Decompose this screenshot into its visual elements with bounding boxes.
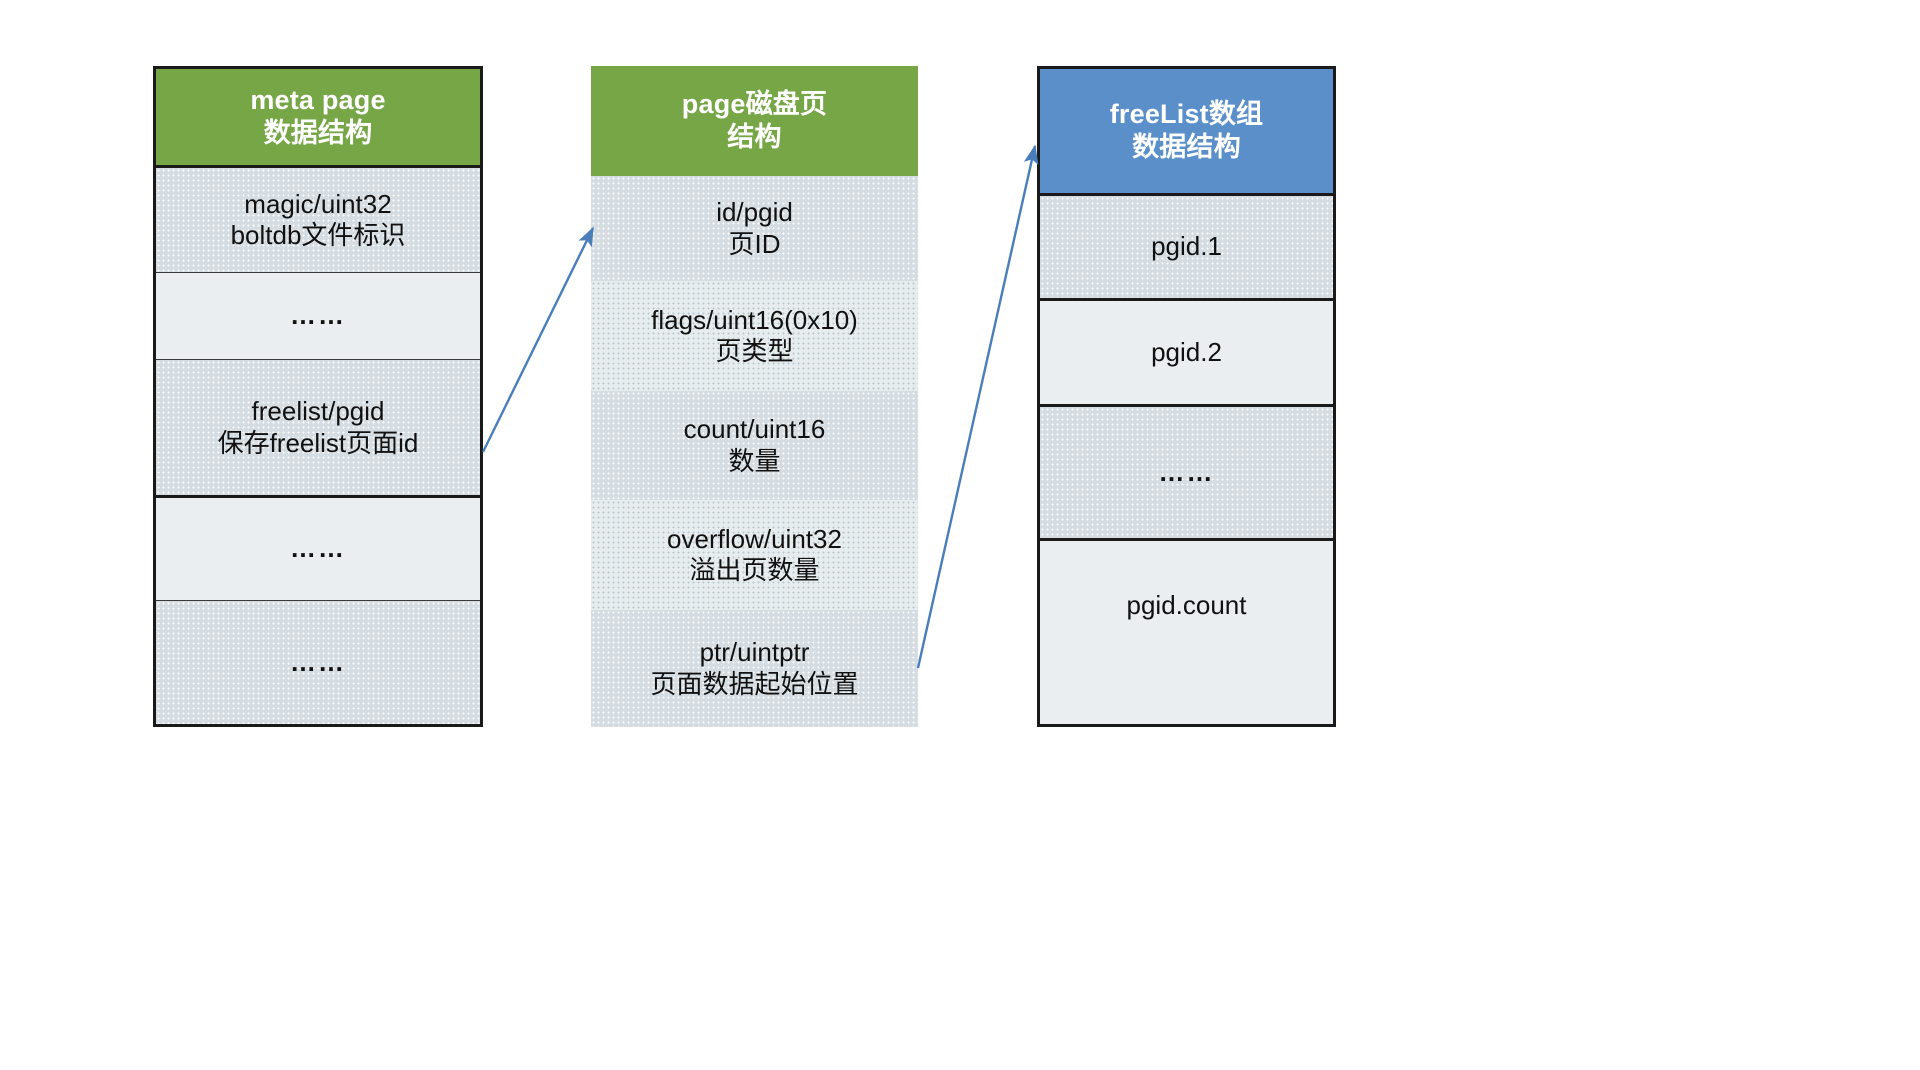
- header-line-1: freeList数组: [1109, 99, 1264, 130]
- row-line-2: 页类型: [715, 336, 794, 366]
- row-line-1: magic/uint32: [244, 188, 392, 219]
- row-page-count: count/uint16 数量: [591, 391, 918, 500]
- header-line-2: 结构: [727, 122, 782, 152]
- header-line-1: page磁盘页: [681, 89, 828, 120]
- row-page-overflow: overflow/uint32 溢出页数量: [591, 500, 918, 610]
- row-line-2: 溢出页数量: [689, 555, 820, 585]
- row-freelist-ellipsis: ……: [1040, 407, 1333, 541]
- row-line-1: overflow/uint32: [667, 523, 842, 554]
- row-meta-ellipsis-3: ……: [156, 601, 480, 724]
- row-freelist-pgid-2: pgid.2: [1040, 301, 1333, 407]
- row-line-1: freelist/pgid: [251, 396, 385, 427]
- row-line-1: ……: [290, 533, 346, 564]
- row-line-1: ptr/uintptr: [699, 637, 810, 668]
- row-line-2: 保存freelist页面id: [217, 427, 419, 458]
- row-line-1: count/uint16: [683, 414, 826, 445]
- row-page-ptr: ptr/uintptr 页面数据起始位置: [591, 610, 918, 727]
- row-freelist-pgid-count: pgid.count: [1040, 541, 1333, 724]
- row-line-2: boltdb文件标识: [230, 220, 406, 250]
- row-line-1: pgid.count: [1126, 589, 1247, 620]
- header-line-2: 数据结构: [1132, 132, 1241, 162]
- row-line-2: 页ID: [728, 228, 781, 259]
- row-meta-magic: magic/uint32 boltdb文件标识: [156, 168, 480, 273]
- column-header-freelist-array: freeList数组 数据结构: [1040, 69, 1333, 196]
- row-line-1: flags/uint16(0x10): [651, 304, 858, 335]
- column-header-page-disk: page磁盘页 结构: [591, 66, 918, 176]
- row-freelist-pgid-1: pgid.1: [1040, 196, 1333, 301]
- column-header-meta-page: meta page 数据结构: [156, 69, 480, 168]
- column-meta-page: meta page 数据结构 magic/uint32 boltdb文件标识 ……: [153, 66, 483, 727]
- arrow-meta-to-page: [481, 226, 595, 453]
- row-line-1: ……: [290, 646, 346, 677]
- row-page-id: id/pgid 页ID: [591, 176, 918, 281]
- row-meta-freelist: freelist/pgid 保存freelist页面id: [156, 360, 480, 498]
- row-line-2: 数量: [728, 445, 781, 476]
- row-meta-ellipsis-1: ……: [156, 273, 480, 360]
- row-line-1: id/pgid: [716, 197, 793, 228]
- column-page-disk: page磁盘页 结构 id/pgid 页ID flags/uint16(0x10…: [591, 66, 918, 727]
- arrow-page-to-freelist: [916, 144, 1039, 669]
- header-line-2: 数据结构: [263, 118, 373, 148]
- row-line-2: 页面数据起始位置: [650, 668, 859, 699]
- row-line-1: pgid.1: [1151, 231, 1222, 262]
- row-line-1: ……: [290, 300, 346, 331]
- row-page-flags: flags/uint16(0x10) 页类型: [591, 281, 918, 391]
- row-meta-ellipsis-2: ……: [156, 498, 480, 601]
- column-freelist-array: freeList数组 数据结构 pgid.1 pgid.2 …… pgid.co…: [1037, 66, 1336, 727]
- header-line-1: meta page: [250, 85, 386, 116]
- row-line-1: pgid.2: [1151, 336, 1222, 367]
- row-line-1: ……: [1158, 456, 1215, 487]
